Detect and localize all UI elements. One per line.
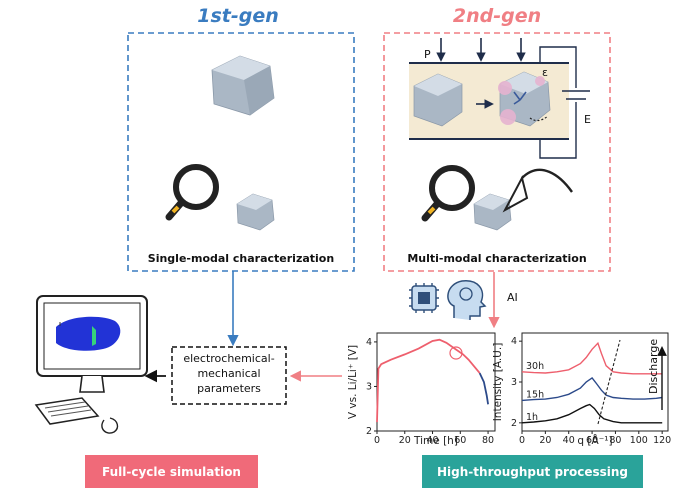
voltage-ytick-label: 2 (366, 426, 372, 437)
cell-setup-illustration (409, 38, 590, 159)
intensity-chart-ticks: 0 20 40 60 80 100 120 2 3 4 (511, 336, 671, 446)
voltage-series-line (376, 338, 481, 423)
particle-cube-icon (211, 55, 275, 116)
intensity-ytick-label: 4 (511, 336, 517, 347)
voltage-ytick-label: 4 (366, 337, 372, 348)
intensity-series-1h (521, 403, 663, 424)
computer-icon (34, 295, 148, 434)
intensity-xtick-label: 20 (539, 435, 551, 446)
voltage-chart: 0 20 40 60 80 2 3 4 Time [h] V vs. Li/Li⁺ [V] (347, 332, 496, 447)
voltage-xtick-label: 20 (399, 435, 411, 446)
simulation-button-bg (85, 455, 258, 488)
intensity-ylabel: Intensity [A.U.] (492, 343, 504, 422)
intensity-series-30h (521, 341, 663, 375)
voltage-xtick-label: 80 (482, 435, 494, 446)
ai-head-icon (447, 280, 487, 320)
first-gen-title: 1st-gen (197, 5, 279, 27)
intensity-xtick-label: 40 (563, 435, 575, 446)
intensity-series: 30h 15h 1h (521, 341, 663, 424)
voltage-highlight-circle (449, 346, 463, 360)
intensity-chart: 0 20 40 60 80 100 120 2 3 4 30h 15h 1h Discharge q … (492, 332, 671, 447)
intensity-series-label: 15h (526, 389, 544, 400)
small-particle-icon (236, 193, 275, 231)
strain-label: ε (542, 66, 548, 79)
intensity-xtick-label: 120 (653, 435, 671, 446)
magnifier-icon-2 (421, 165, 475, 222)
magnifier-icon (165, 164, 219, 221)
voltage-xlabel: Time [h] (413, 435, 458, 447)
voltage-series-tail (478, 372, 489, 405)
small-particle-icon-2 (473, 193, 512, 231)
voltage-ylabel: V vs. Li/Li⁺ [V] (347, 345, 359, 419)
voltage-chart-frame (376, 332, 496, 432)
voltage-xtick-label: 60 (454, 435, 466, 446)
full-cycle-simulation-button[interactable]: Full-cycle simulation (85, 455, 258, 488)
intensity-xtick-label: 60 (586, 435, 598, 446)
first-gen-panel (127, 32, 355, 272)
voltage-xtick-label: 40 (426, 435, 438, 446)
intensity-xtick-label: 100 (630, 435, 648, 446)
chip-icon (409, 283, 439, 313)
params-line3: parameters (197, 382, 261, 395)
processing-button-label: High-throughput processing (437, 465, 628, 479)
intensity-series-15h (521, 376, 663, 402)
intensity-xtick-label: 0 (519, 435, 525, 446)
peak-shift-guide (597, 339, 621, 425)
second-gen-caption: Multi-modal characterization (407, 252, 586, 265)
intensity-series-label: 30h (526, 361, 544, 372)
intensity-series-label: 1h (526, 412, 538, 423)
intensity-ytick-label: 3 (511, 377, 517, 388)
simulation-button-label: Full-cycle simulation (102, 465, 241, 479)
params-line2: mechanical (197, 367, 260, 380)
voltage-ytick-label: 3 (366, 381, 372, 392)
params-line1: electrochemical- (183, 352, 274, 365)
voltage-label: E (584, 113, 591, 126)
intensity-ytick-label: 2 (511, 418, 517, 429)
pressure-label: P (424, 48, 431, 61)
first-gen-caption: Single-modal characterization (148, 252, 334, 265)
processing-button-bg (422, 455, 643, 488)
intensity-xtick-label: 80 (609, 435, 621, 446)
parameters-box (171, 346, 287, 405)
ai-label: AI (507, 291, 518, 304)
high-throughput-processing-button[interactable]: High-throughput processing (422, 455, 643, 488)
second-gen-panel (383, 32, 611, 272)
voltage-chart-ticks: 0 20 40 60 80 2 3 4 (366, 337, 494, 446)
second-gen-title: 2nd-gen (453, 5, 541, 27)
eye-icon (502, 168, 573, 213)
voltage-xtick-label: 0 (374, 435, 380, 446)
intensity-xlabel: q [Å⁻¹] (577, 434, 612, 447)
discharge-label: Discharge (647, 339, 660, 394)
